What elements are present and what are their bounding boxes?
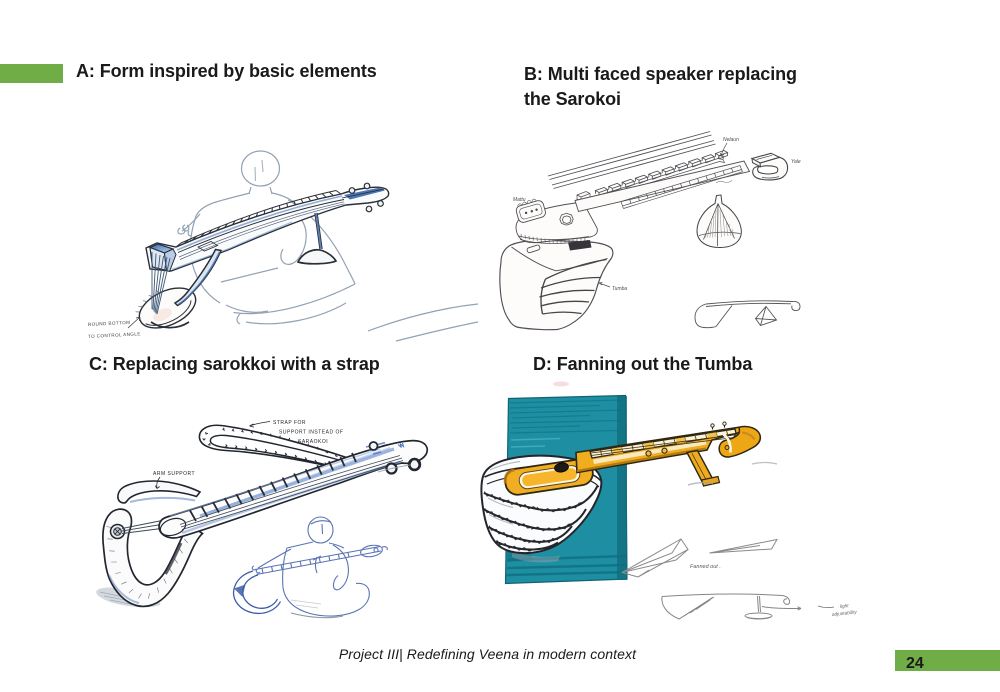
svg-text:TO CONTROL ANGLE: TO CONTROL ANGLE: [88, 331, 141, 339]
svg-text:Fanned out .: Fanned out .: [690, 564, 721, 570]
svg-text:Nelaun: Nelaun: [723, 137, 739, 143]
svg-text:Mattu: Mattu: [513, 197, 526, 203]
svg-text:STRAP FOR: STRAP FOR: [273, 420, 306, 426]
svg-text:Tumba: Tumba: [612, 286, 627, 292]
svg-text:Yale: Yale: [791, 159, 801, 165]
svg-text:ROUND BOTTOM: ROUND BOTTOM: [88, 320, 131, 327]
svg-text:ARM SUPPORT: ARM SUPPORT: [153, 471, 195, 477]
svg-text:adjustability: adjustability: [832, 609, 858, 618]
svg-text:SUPPORT INSTEAD OF: SUPPORT INSTEAD OF: [279, 430, 343, 436]
svg-text:SARAOKOI: SARAOKOI: [298, 439, 328, 445]
svg-text:light: light: [840, 603, 850, 610]
